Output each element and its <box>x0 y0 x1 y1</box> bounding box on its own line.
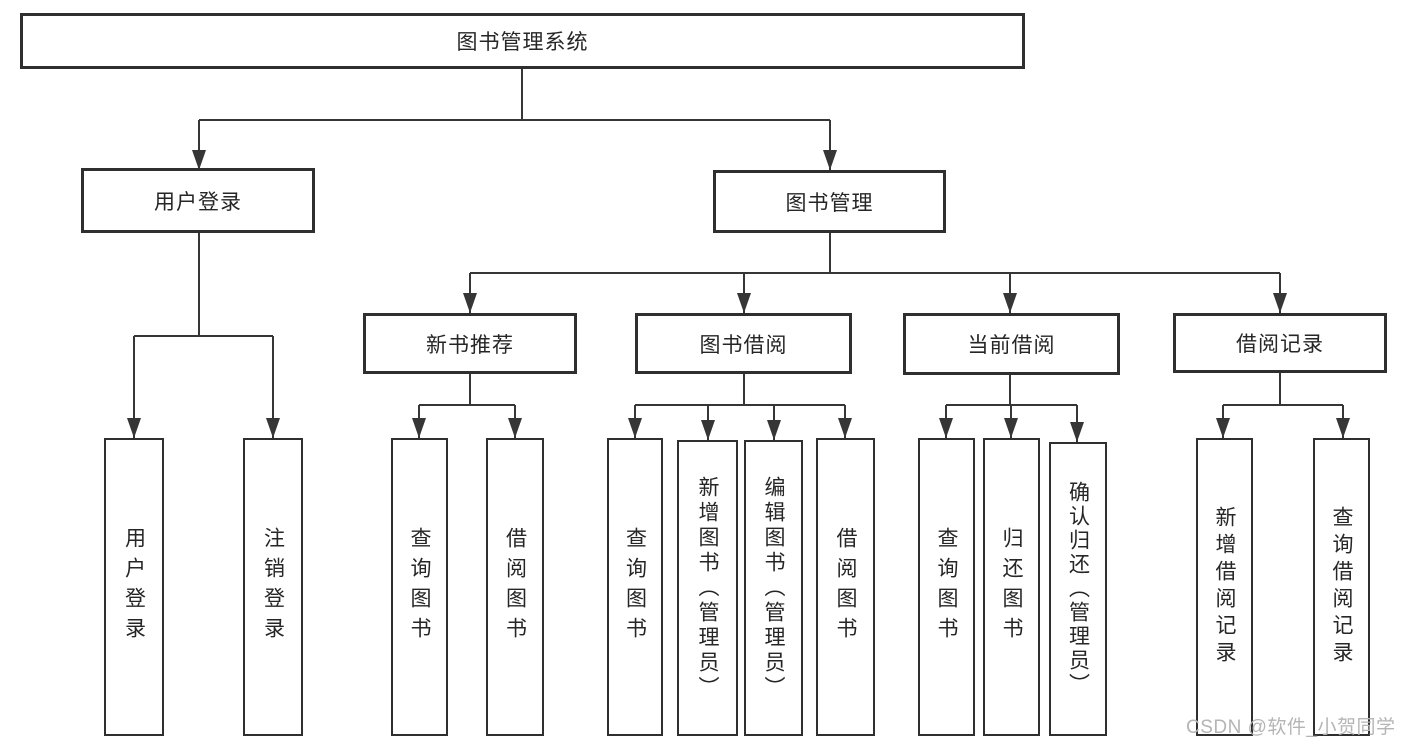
node-book-borrow: 图书借阅 <box>635 313 852 374</box>
node-root: 图书管理系统 <box>20 13 1025 69</box>
node-borrow-records: 借阅记录 <box>1173 313 1387 373</box>
leaf-query-borrow-record: 查询借阅记录 <box>1313 438 1370 736</box>
leaf-logout: 注销登录 <box>243 438 303 736</box>
leaf-add-book-admin: 新增图书（管理员） <box>677 440 738 736</box>
leaf-add-borrow-record: 新增借阅记录 <box>1196 438 1253 736</box>
leaf-query-books-recommend: 查询图书 <box>391 438 448 736</box>
node-new-book-recommend: 新书推荐 <box>363 313 577 374</box>
leaf-query-books-current: 查询图书 <box>918 438 975 736</box>
leaf-user-login: 用户登录 <box>104 438 164 736</box>
leaf-edit-book-admin: 编辑图书（管理员） <box>744 440 803 736</box>
leaf-query-books-borrow: 查询图书 <box>607 438 663 736</box>
csdn-watermark: CSDN @软件_小贺同学 <box>1186 717 1396 738</box>
node-current-borrow: 当前借阅 <box>903 313 1120 375</box>
node-user-login: 用户登录 <box>81 168 315 233</box>
leaf-confirm-return-admin: 确认归还（管理员） <box>1049 442 1107 736</box>
leaf-borrow-books-recommend: 借阅图书 <box>486 438 544 736</box>
node-book-management: 图书管理 <box>713 170 946 233</box>
leaf-borrow-books-borrow: 借阅图书 <box>816 438 875 736</box>
leaf-return-book: 归还图书 <box>983 438 1040 736</box>
